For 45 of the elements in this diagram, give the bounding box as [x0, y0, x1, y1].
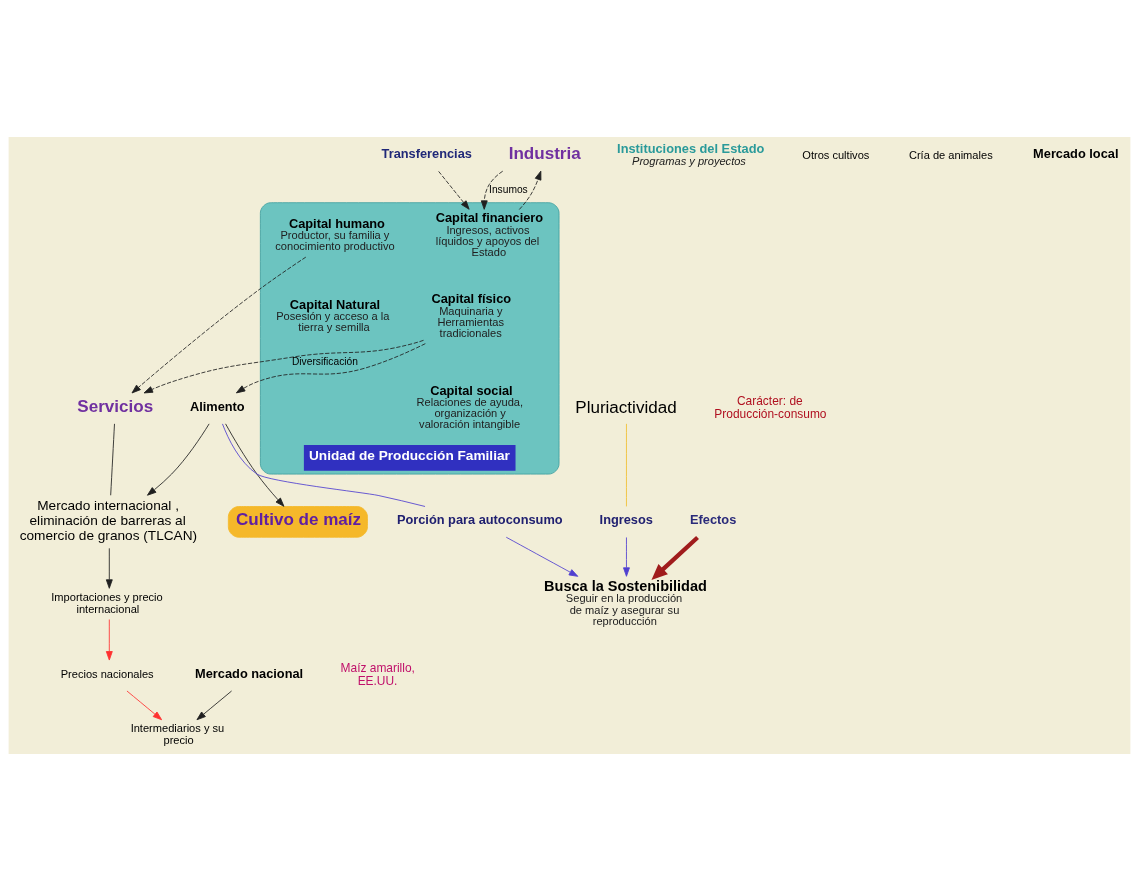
node-box: Cultivo de maíz — [227, 506, 368, 538]
arrow — [480, 170, 504, 210]
node-text: Cría de animales — [908, 148, 993, 161]
node-text: Capital humano Productor, su familia y conocimiento productivo — [275, 215, 395, 253]
node-text: Capital financiero Ingresos, activos líquidos y apoyos del Estado — [435, 210, 544, 258]
node-text: Instituciones del Estado Programas y proyectos — [617, 141, 765, 167]
node-text: Industria — [508, 144, 581, 164]
arrow — [105, 619, 113, 661]
arrow — [623, 537, 630, 577]
node-text: Capital físico Maquinaria y Herramientas tradicionales — [431, 291, 512, 340]
arrow — [505, 536, 579, 577]
node-text: Intermediarios y su precio — [130, 722, 225, 747]
arrow — [131, 256, 307, 394]
node-text: Porción para autoconsumo — [396, 512, 563, 528]
node-text: Alimento — [189, 398, 245, 414]
node-text: Ingresos — [599, 512, 653, 528]
node-text: Busca la Sostenibilidad Seguir en la producción de maíz y asegurar su reproducción — [544, 577, 707, 627]
node-text: Importaciones y precio internacional — [51, 590, 163, 615]
arrow — [235, 343, 426, 394]
arrow — [105, 547, 113, 589]
node-text: Mercado local — [1033, 145, 1119, 161]
node-text: Pluriactividad — [575, 397, 677, 417]
arrow — [126, 690, 163, 721]
arrow — [651, 535, 699, 580]
arrow — [147, 423, 210, 496]
connector — [222, 423, 426, 507]
edge-label: Diversificación — [291, 356, 358, 368]
edge-label: Insumos — [489, 183, 528, 195]
node-text: Otros cultivos — [802, 148, 870, 161]
node-text: Mercado internacional , eliminación de barreras al comercio de granos (TLCAN) — [19, 497, 198, 544]
node-text: Mercado nacional — [195, 665, 304, 681]
connector — [626, 423, 627, 507]
arrow — [196, 690, 233, 721]
node-text: Precios nacionales — [60, 668, 154, 681]
node-text: Capital social Relaciones de ayuda, organización y valoración intangible — [416, 382, 524, 431]
connector — [110, 423, 115, 496]
arrow — [225, 423, 285, 507]
arrow — [143, 339, 424, 394]
arrow — [438, 170, 470, 210]
node-text: Servicios — [77, 396, 154, 416]
label: Maíz amarillo, EE.UU. — [340, 661, 415, 689]
node-text: Efectos — [690, 512, 737, 528]
label: Carácter: de Producción-consumo — [714, 394, 827, 421]
node-text: Transferencias — [381, 145, 472, 161]
node-text: Capital Natural Posesión y acceso a la tierra y semilla — [276, 296, 390, 334]
